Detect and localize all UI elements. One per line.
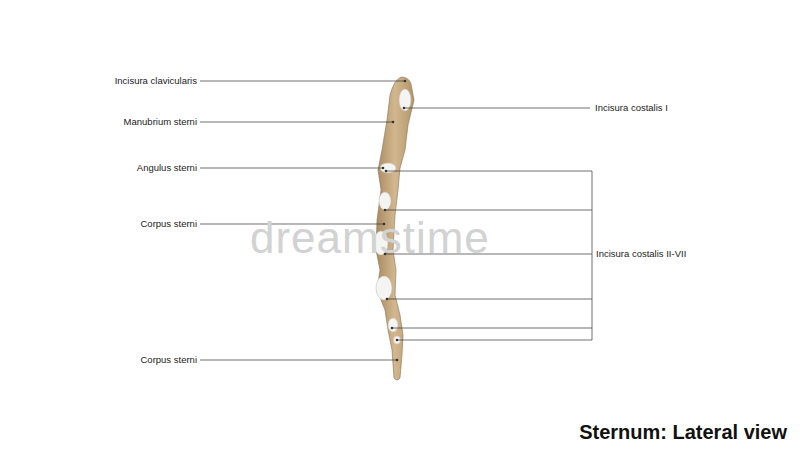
part-label: Corpus sterni bbox=[141, 355, 198, 365]
diagram-title: Sternum: Lateral view bbox=[579, 421, 787, 444]
part-label: Incisura costalis I bbox=[595, 103, 668, 113]
part-label: Incisura costalis II-VII bbox=[596, 249, 686, 259]
part-label: Incisura clavicularis bbox=[115, 76, 197, 86]
part-label: Manubrium sterni bbox=[124, 117, 197, 127]
part-label: Angulus sterni bbox=[137, 163, 197, 173]
leader-lines bbox=[200, 81, 592, 360]
part-label: Corpus sterni bbox=[141, 219, 198, 229]
watermark: dreamstime bbox=[250, 213, 490, 263]
